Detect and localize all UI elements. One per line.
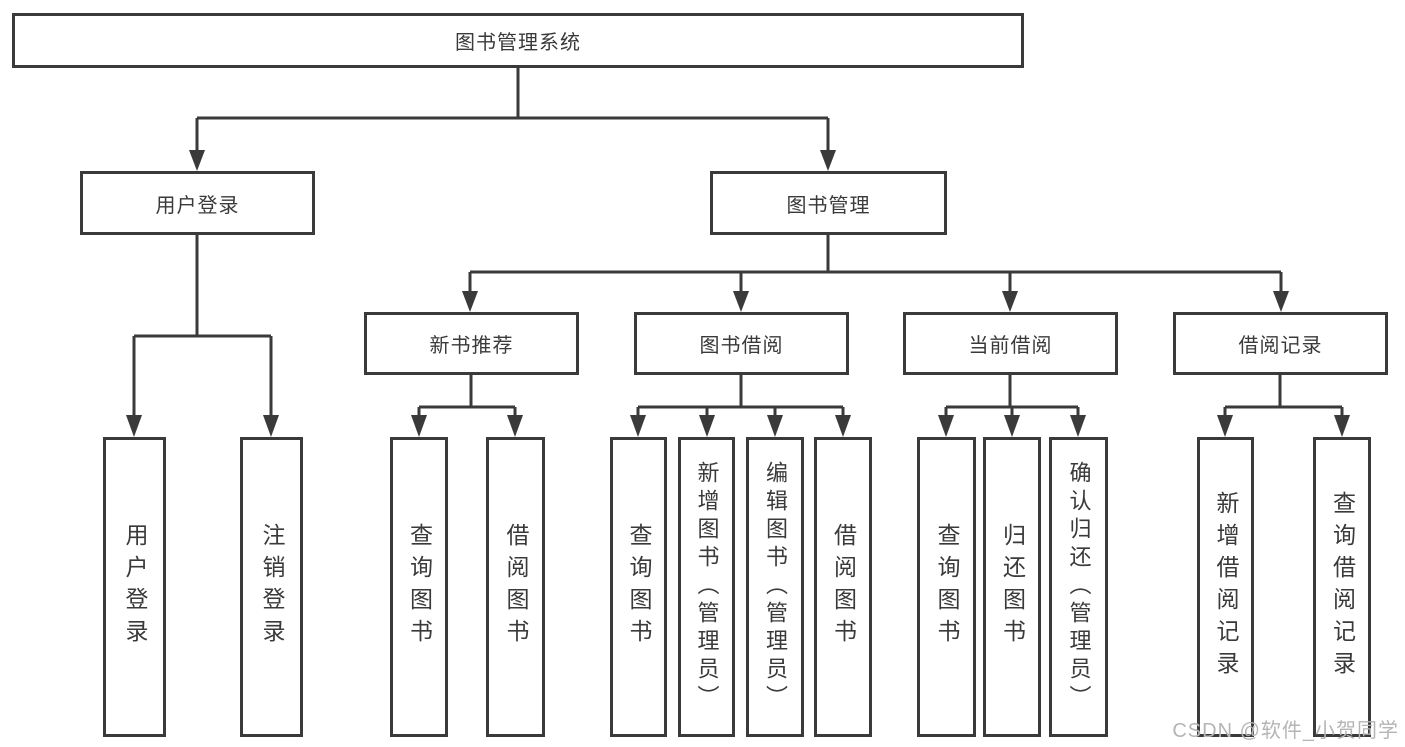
node-label: 查询图书	[406, 523, 433, 651]
node-label: 图书管理系统	[455, 32, 581, 54]
node-current-borrow: 当前借阅	[903, 312, 1118, 375]
leaf-user-login: 用户登录	[103, 437, 166, 737]
node-system-root: 图书管理系统	[12, 13, 1024, 68]
node-label: 当前借阅	[968, 335, 1053, 357]
node-book-borrow: 图书借阅	[634, 312, 849, 375]
node-book-management: 图书管理	[710, 171, 947, 235]
node-label: 查询图书	[934, 523, 960, 651]
leaf-borrow-query-book: 查询图书	[610, 437, 667, 737]
leaf-edit-book-admin: 编辑图书（管理员）	[746, 437, 804, 737]
node-label: 注销登录	[259, 523, 285, 651]
connector-root-to-level2	[189, 68, 836, 171]
node-label: 图书借阅	[699, 335, 784, 357]
node-user-login: 用户登录	[80, 171, 315, 235]
connector-new-book-children	[411, 375, 523, 437]
node-label: 编辑图书（管理员）	[763, 461, 788, 713]
leaf-add-book-admin: 新增图书（管理员）	[678, 437, 735, 737]
leaf-recommend-query-book: 查询图书	[390, 437, 448, 737]
node-label: 归还图书	[999, 523, 1026, 651]
node-label: 新增图书（管理员）	[694, 461, 720, 713]
leaf-add-borrow-record: 新增借阅记录	[1197, 437, 1254, 737]
node-label: 用户登录	[155, 194, 240, 217]
node-label: 借阅图书	[830, 523, 857, 651]
connector-book-borrow-children	[630, 375, 851, 437]
connector-book-management-groups	[462, 235, 1289, 312]
node-borrow-record: 借阅记录	[1173, 312, 1388, 375]
leaf-logout: 注销登录	[240, 437, 303, 737]
connector-current-borrow-children	[938, 375, 1086, 437]
leaf-borrow-book: 借阅图书	[814, 437, 872, 737]
node-label: 新增借阅记录	[1213, 491, 1239, 683]
node-label: 借阅记录	[1238, 335, 1323, 357]
node-label: 借阅图书	[503, 523, 529, 651]
node-label: 新书推荐	[429, 335, 514, 357]
node-label: 查询图书	[626, 523, 652, 651]
node-label: 用户登录	[122, 523, 148, 651]
leaf-recommend-borrow-book: 借阅图书	[486, 437, 545, 737]
csdn-watermark: CSDN @软件_小贺同学	[1172, 720, 1399, 742]
leaf-query-borrow-record: 查询借阅记录	[1313, 437, 1371, 737]
connector-borrow-record-children	[1217, 375, 1350, 437]
leaf-current-query-book: 查询图书	[917, 437, 976, 737]
node-label: 确认归还（管理员）	[1066, 461, 1092, 713]
node-label: 图书管理	[786, 194, 871, 217]
leaf-confirm-return-admin: 确认归还（管理员）	[1049, 437, 1108, 737]
node-new-book-recommend: 新书推荐	[364, 312, 579, 375]
node-label: 查询借阅记录	[1329, 491, 1356, 683]
leaf-return-book: 归还图书	[983, 437, 1041, 737]
connector-user-login-children	[126, 235, 279, 437]
